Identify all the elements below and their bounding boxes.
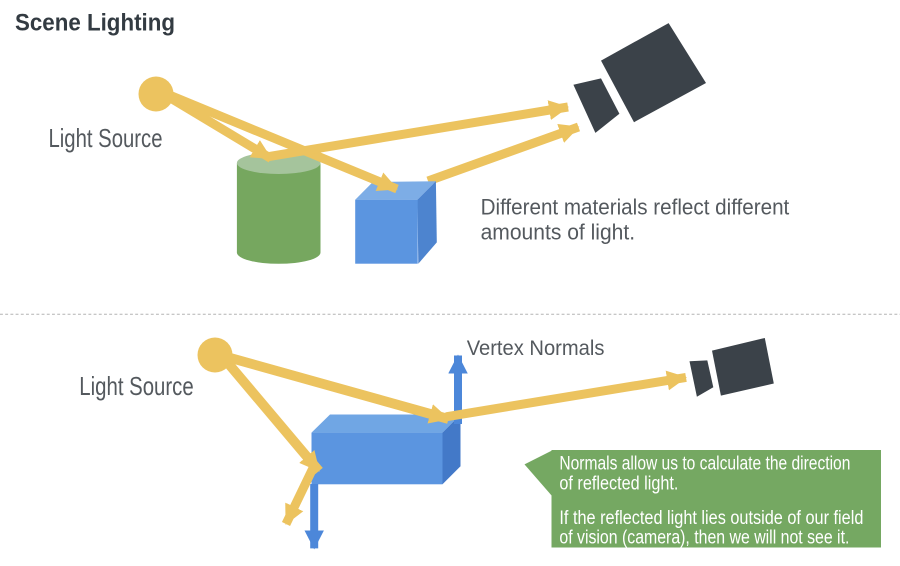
svg-text:amounts of light.: amounts of light.: [481, 219, 635, 244]
svg-text:Light Source: Light Source: [79, 371, 193, 401]
svg-text:Normals allow us to calculate: Normals allow us to calculate the direct…: [559, 454, 850, 475]
svg-text:Vertex Normals: Vertex Normals: [467, 337, 605, 360]
svg-text:Light Source: Light Source: [49, 123, 163, 153]
svg-text:Different materials reflect di: Different materials reflect different: [481, 194, 790, 219]
svg-text:Scene Lighting: Scene Lighting: [15, 10, 175, 37]
svg-text:of vision (camera), then we wi: of vision (camera), then we will not see…: [559, 528, 849, 549]
svg-text:If the reflected light lies ou: If the reflected light lies outside of o…: [559, 508, 863, 529]
svg-text:of reflected light.: of reflected light.: [559, 474, 678, 495]
